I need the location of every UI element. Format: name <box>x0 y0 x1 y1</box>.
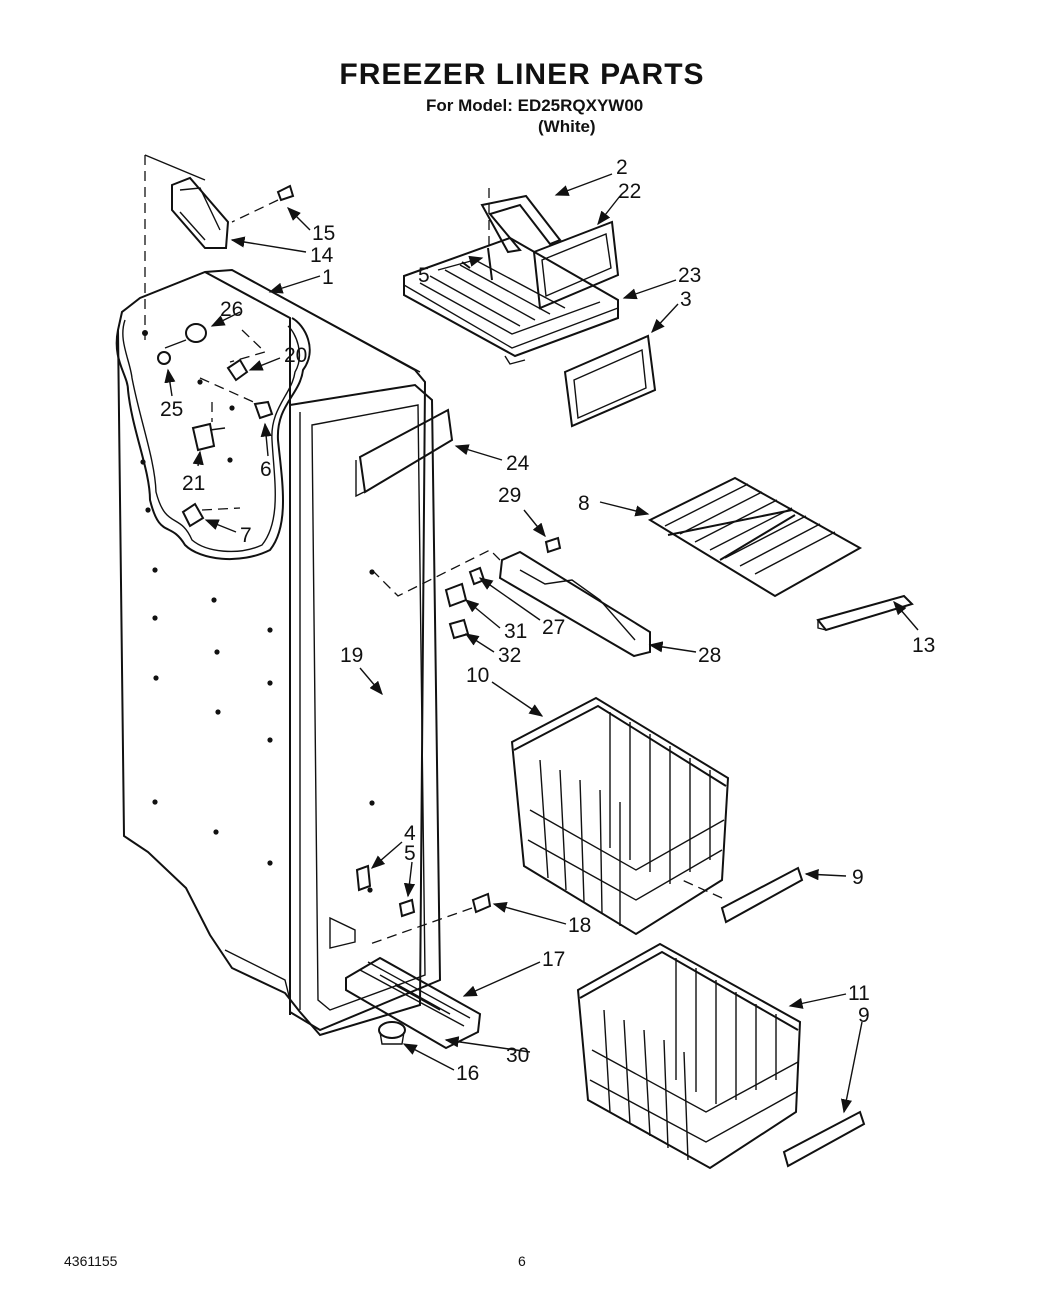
callout-24: 24 <box>506 452 530 475</box>
callout-10: 10 <box>466 664 489 687</box>
callout-23: 23 <box>678 264 701 287</box>
part-25-component <box>157 351 171 365</box>
callout-6: 6 <box>260 458 272 481</box>
callout-3: 3 <box>680 288 692 311</box>
part-15-screw <box>231 184 295 223</box>
callout-4: 4 <box>404 822 416 845</box>
part-13-shelf-trim <box>816 594 914 632</box>
document-number: 4361155 <box>64 1253 118 1269</box>
callout-29: 29 <box>498 484 521 507</box>
model-number: For Model: ED25RQXYW00 <box>426 96 644 115</box>
callout-27: 27 <box>542 616 565 639</box>
freezer-liner <box>115 268 442 1037</box>
callout-22: 22 <box>618 180 641 203</box>
callout-9-lower: 9 <box>858 1004 870 1027</box>
callout-5-top: 5 <box>418 264 430 287</box>
page-number: 6 <box>518 1253 526 1269</box>
callout-30: 30 <box>506 1044 529 1067</box>
top-shelf-assembly <box>403 188 657 428</box>
callout-26: 26 <box>220 298 243 321</box>
callout-9-upper: 9 <box>852 866 864 889</box>
part-9-trim-upper <box>681 866 804 924</box>
part-5-screw-lower <box>398 898 416 918</box>
bracket-leader <box>144 154 206 181</box>
part-6-component <box>199 377 274 420</box>
callout-16: 16 <box>456 1062 479 1085</box>
callout-32: 32 <box>498 644 521 667</box>
callout-1: 1 <box>322 266 334 289</box>
callout-11: 11 <box>848 982 870 1005</box>
part-20-component <box>226 329 267 382</box>
callout-5-lower: 5 <box>404 842 416 865</box>
callout-15: 15 <box>312 222 335 245</box>
callout-21: 21 <box>182 472 205 495</box>
callout-31: 31 <box>504 620 527 643</box>
part-26-component <box>142 323 207 349</box>
upper-basket <box>510 696 730 936</box>
callout-20: 20 <box>284 344 307 367</box>
part-4-bracket <box>355 864 372 892</box>
wire-shelf <box>647 476 863 598</box>
callout-labels: 1 2 22 23 3 5 15 14 26 20 25 6 21 7 24 2… <box>160 156 935 1085</box>
callout-28: 28 <box>698 644 721 667</box>
model-color: (White) <box>538 117 596 136</box>
callout-19: 19 <box>340 644 363 667</box>
callout-14: 14 <box>310 244 334 267</box>
callout-25: 25 <box>160 398 183 421</box>
part-14-bracket <box>171 176 230 249</box>
callout-8: 8 <box>578 492 590 515</box>
callout-7: 7 <box>240 524 252 547</box>
part-17-grille <box>345 956 482 1050</box>
part-24-trim <box>355 408 454 498</box>
part-9-trim-lower <box>782 1110 866 1168</box>
callout-18: 18 <box>568 914 591 937</box>
callout-2: 2 <box>616 156 628 179</box>
callout-arrows <box>164 173 919 1114</box>
part-7-component <box>181 502 241 528</box>
page-title: FREEZER LINER PARTS <box>339 58 705 91</box>
part-18-screw <box>369 892 492 945</box>
callout-17: 17 <box>542 948 565 971</box>
callout-13: 13 <box>912 634 935 657</box>
lower-basket <box>576 942 802 1170</box>
part-16-foot <box>378 1021 406 1045</box>
part-21-switch <box>191 402 226 452</box>
